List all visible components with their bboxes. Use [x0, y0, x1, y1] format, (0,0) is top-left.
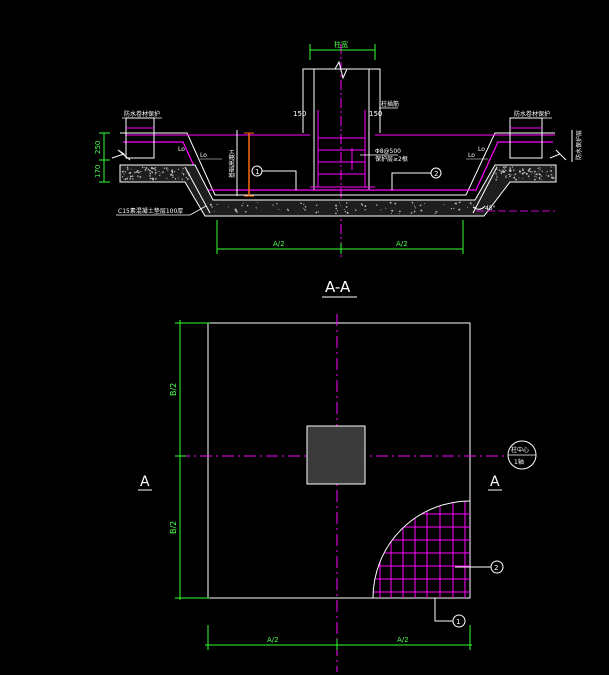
right-waterproof-box — [509, 117, 543, 159]
lo-left-1: Lo — [178, 146, 185, 153]
footing-plan-outline — [207, 322, 471, 599]
right-side-label: 防水保护层 — [575, 130, 583, 160]
plan-section-mark-right: A — [490, 474, 500, 490]
plan-dim-a-left: A/2 — [267, 636, 279, 644]
footing-outline — [120, 132, 555, 196]
svg-text:1: 1 — [456, 618, 460, 626]
column-break — [334, 60, 348, 80]
column-outline — [302, 68, 381, 133]
plan-view: 2 1 柱中心 1轴 A A B/2 B/2 A/2 A/2 — [138, 314, 537, 672]
svg-text:1: 1 — [255, 168, 259, 176]
rebar-note-label: 保护层≥2根 — [375, 155, 408, 163]
col-width-label: 柱宽 — [334, 40, 348, 49]
column-rebar-label: 柱插筋 — [381, 100, 399, 108]
plan-section-mark-left: A — [140, 474, 150, 490]
lo-right-1: Lo — [478, 146, 485, 153]
base-layer — [119, 164, 557, 217]
rebar-spec-label: Φ8@500 — [375, 148, 401, 155]
col-offset-left-label: 150 — [293, 110, 306, 118]
left-dim-2: 170 — [94, 165, 102, 178]
lo-left-2: Lo — [200, 152, 207, 159]
left-waterproof-box — [125, 117, 155, 159]
section-view: 柱宽 150 150 柱插筋 Φ8@500 保护层≥2根 — [94, 40, 583, 298]
svg-text:2: 2 — [434, 170, 438, 178]
rebar-quadrant-arc — [372, 500, 471, 599]
footing-top-rebar — [123, 141, 553, 191]
base-layer-dots — [121, 166, 555, 215]
lo-right-2: Lo — [468, 152, 475, 159]
height-label: 基础高度H — [228, 149, 236, 178]
axis-bubble-top: 柱中心 — [511, 446, 529, 454]
axis-bubble-bottom: 1轴 — [514, 458, 524, 466]
left-dim-1: 250 — [94, 141, 102, 154]
plan-dim-b-top: B/2 — [169, 383, 178, 396]
svg-text:2: 2 — [494, 564, 498, 572]
section-dim-half-left: A/2 — [273, 240, 285, 248]
angle-label: 45° — [485, 205, 496, 212]
section-dim-half-right: A/2 — [396, 240, 408, 248]
left-top-label: 防水卷材保护 — [124, 110, 160, 118]
base-label: C15素混凝土垫层100厚 — [118, 207, 183, 215]
plan-dim-b-bottom: B/2 — [169, 521, 178, 534]
col-offset-right-label: 150 — [369, 110, 382, 118]
column-rebar — [310, 110, 375, 188]
plan-column — [306, 425, 366, 485]
section-title: A-A — [325, 278, 351, 296]
plan-dim-a-right: A/2 — [397, 636, 409, 644]
right-top-label: 防水卷材保护 — [514, 110, 550, 118]
